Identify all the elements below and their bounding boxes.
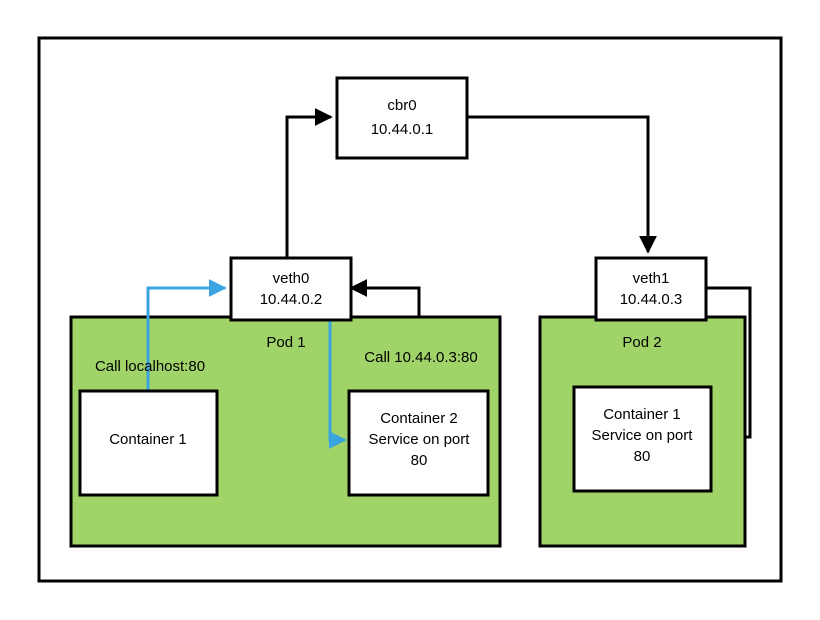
- veth1-box: [594, 256, 708, 322]
- pod1-container1-box: [78, 389, 219, 497]
- pod1-container2-line1: Container 2: [380, 410, 458, 427]
- veth1-ip: 10.44.0.3: [620, 291, 683, 308]
- pod2-container1-box: [572, 385, 713, 493]
- cbr0-name: cbr0: [387, 97, 416, 114]
- pod1-container2-line2: Service on port: [369, 431, 471, 448]
- cbr0-box: [335, 76, 469, 160]
- pod1-container1-label: Container 1: [109, 431, 187, 448]
- veth0-ip: 10.44.0.2: [260, 291, 323, 308]
- pod1-container2-line3: 80: [411, 452, 428, 469]
- veth1-name: veth1: [633, 270, 670, 287]
- edge-veth0-to-cbr0: [285, 108, 333, 258]
- veth0-name: veth0: [273, 270, 310, 287]
- pod2-label: Pod 2: [622, 334, 661, 351]
- annotation-call-localhost: Call localhost:80: [95, 358, 205, 375]
- annotation-call-remote: Call 10.44.0.3:80: [364, 349, 477, 366]
- edge-localhost-veth0-to-container2: [328, 317, 347, 449]
- pod1-label: Pod 1: [266, 334, 305, 351]
- cbr0-ip: 10.44.0.1: [371, 121, 434, 138]
- pod2-container1-line2: Service on port: [592, 427, 694, 444]
- pod1-container2-box: [347, 389, 490, 497]
- edge-cbr0-to-veth1: [467, 115, 657, 254]
- edge-localhost-container1-to-veth0: [146, 279, 227, 391]
- pod2-container1-line1: Container 1: [603, 406, 681, 423]
- veth0-box: [229, 256, 353, 322]
- pod2-container1-line3: 80: [634, 448, 651, 465]
